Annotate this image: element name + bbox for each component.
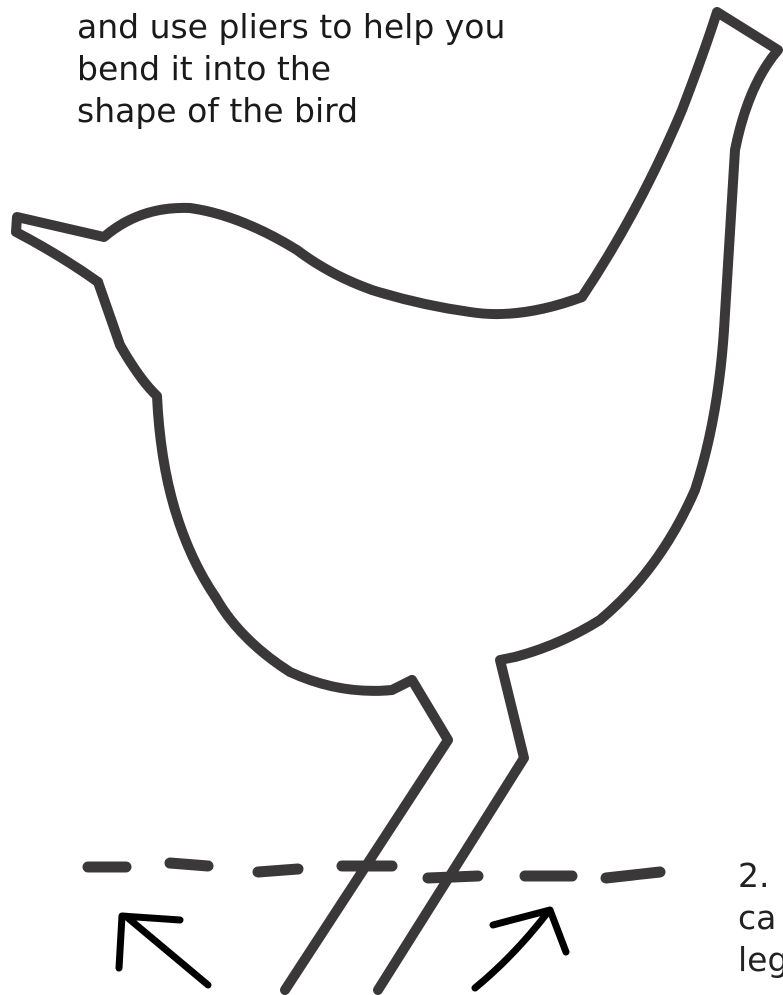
bird-front-leg — [285, 680, 448, 990]
dash-segment — [428, 876, 478, 878]
dashed-guide-line — [88, 863, 660, 878]
step-two-text-cutoff: 2. ca leg — [738, 855, 783, 981]
bird-back-leg — [378, 657, 524, 990]
left-arrow-icon — [119, 916, 208, 985]
right-arrow-icon — [475, 910, 566, 988]
dash-segment — [258, 869, 298, 872]
dash-segment — [170, 863, 208, 866]
step-two-line-1: 2. — [738, 855, 783, 897]
bird-breast-outline — [98, 282, 412, 691]
bird-tail-outline — [582, 12, 778, 330]
dash-segment — [606, 872, 660, 878]
step-two-line-3: leg — [738, 939, 783, 981]
step-two-line-2: ca — [738, 897, 783, 939]
bird-underside-outline — [515, 330, 724, 657]
